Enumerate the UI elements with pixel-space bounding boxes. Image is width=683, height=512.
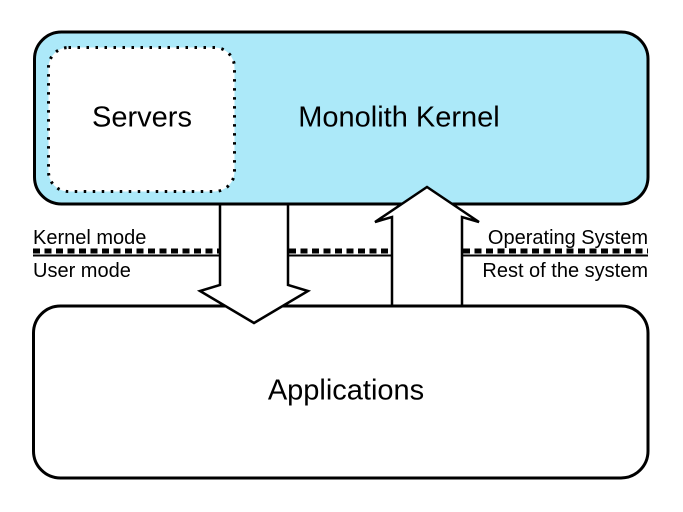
operating-system-label: Operating System <box>487 227 648 249</box>
user-mode-label: User mode <box>33 260 131 282</box>
applications-box <box>32 304 650 480</box>
servers-box <box>47 46 236 193</box>
kernel-mode-label: Kernel mode <box>33 227 147 249</box>
arrow-up-icon <box>374 185 480 306</box>
arrow-down-icon <box>196 205 312 325</box>
monolith-kernel-label: Monolith Kernel <box>298 101 500 134</box>
rest-of-system-label: Rest of the system <box>482 260 648 282</box>
kernel-user-boundary-line <box>33 248 648 257</box>
servers-label: Servers <box>92 101 192 134</box>
applications-label: Applications <box>267 374 425 407</box>
